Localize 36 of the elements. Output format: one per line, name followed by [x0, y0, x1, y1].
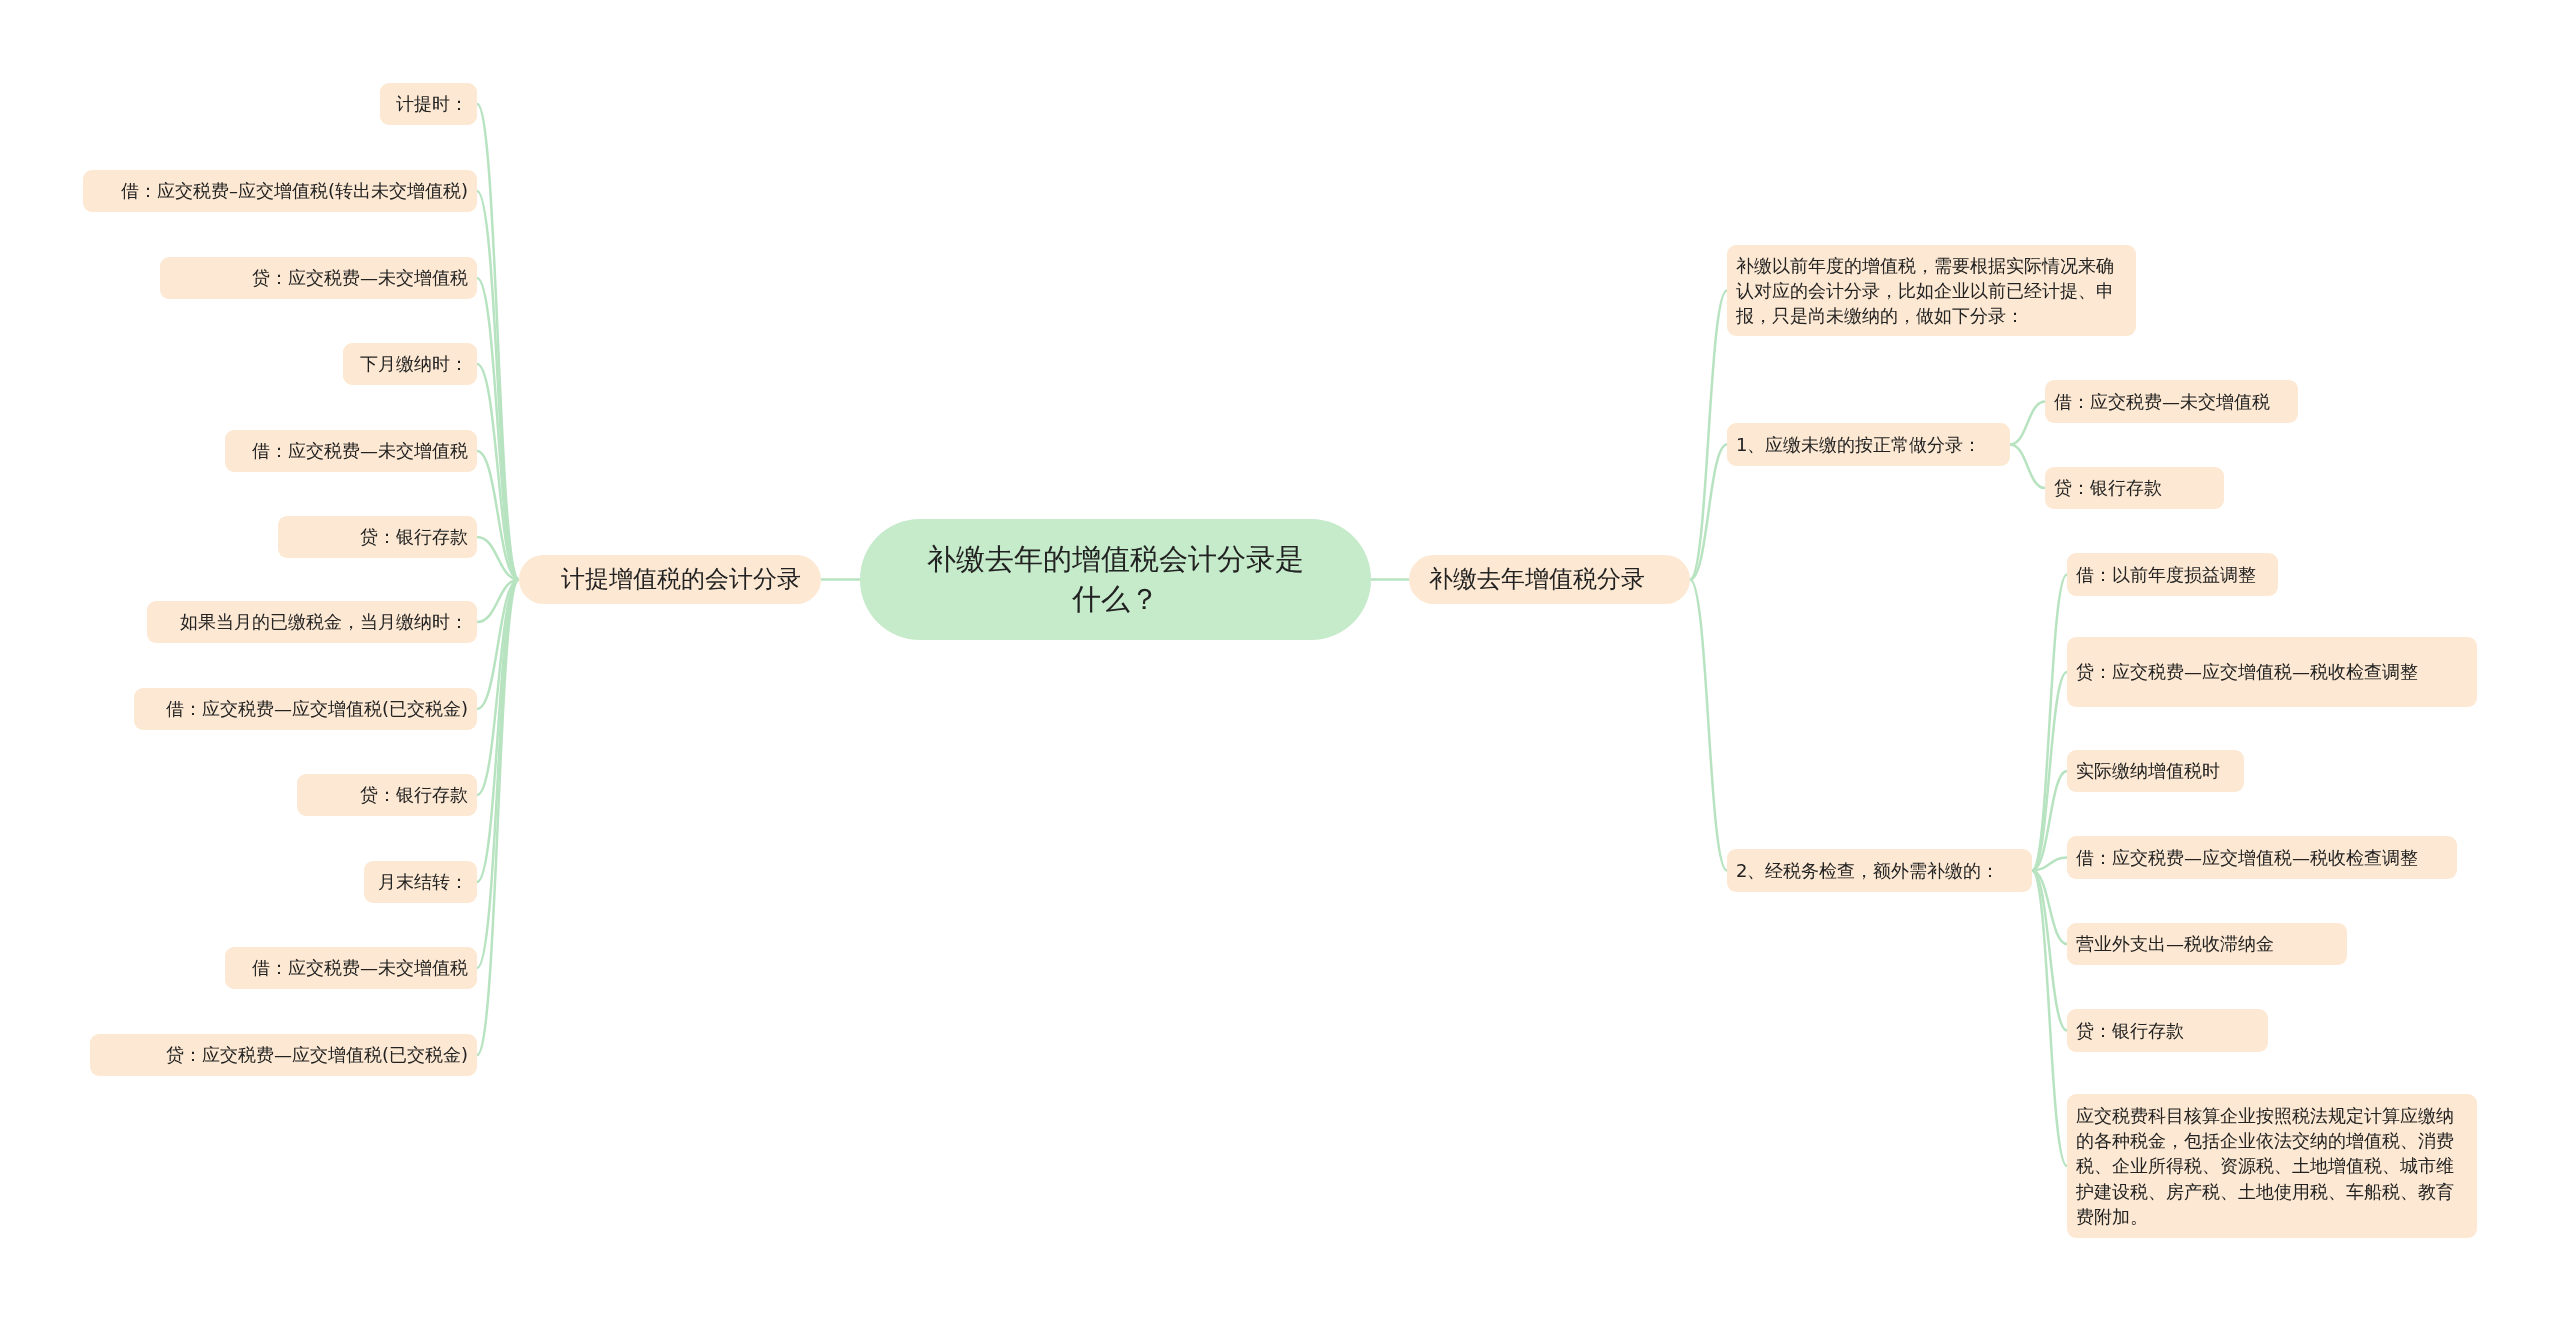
- leaf-topic: 借：应交税费—未交增值税: [225, 947, 477, 989]
- leaf-topic: 贷：应交税费—应交增值税—税收检查调整: [2067, 637, 2477, 707]
- leaf-topic: 2、经税务检查，额外需补缴的：: [1727, 849, 2032, 892]
- leaf-topic: 月末结转：: [364, 861, 477, 903]
- leaf-topic: 贷：银行存款: [2045, 467, 2224, 509]
- leaf-topic: 借：应交税费—未交增值税: [225, 430, 477, 472]
- connector-line: [2009, 400, 2046, 446]
- leaf-topic: 应交税费科目核算企业按照税法规定计算应缴纳的各种税金，包括企业依法交纳的增值税、消费税、企业所得税、资源税、土地增值税、城市维护建设税、房产税、土地使用税、车船税、教育费附加。: [2067, 1094, 2477, 1238]
- leaf-topic: 计提时：: [380, 83, 477, 125]
- leaf-topic: 借：应交税费—应交增值税—税收检查调整: [2067, 836, 2457, 879]
- connector-line: [1689, 578, 1728, 872]
- leaf-topic: 借：应交税费—应交增值税(已交税金): [134, 688, 477, 730]
- connector-line: [1689, 443, 1728, 581]
- connector-line: [2009, 443, 2046, 490]
- leaf-topic: 借：以前年度损益调整: [2067, 553, 2278, 596]
- leaf-topic: 贷：银行存款: [278, 516, 477, 558]
- leaf-topic: 贷：应交税费—未交增值税: [160, 257, 477, 299]
- leaf-topic: 贷：银行存款: [297, 774, 477, 816]
- leaf-topic: 贷：应交税费—应交增值税(已交税金): [90, 1034, 477, 1076]
- branch-topic: 补缴去年增值税分录: [1409, 555, 1690, 604]
- leaf-topic: 补缴以前年度的增值税，需要根据实际情况来确认对应的会计分录，比如企业以前已经计提、申报，只是尚未缴纳的，做如下分录：: [1727, 245, 2136, 336]
- leaf-topic: 下月缴纳时：: [343, 343, 477, 385]
- central-topic: 补缴去年的增值税会计分录是什么？: [860, 519, 1371, 640]
- connector-line: [1371, 578, 1409, 581]
- leaf-topic: 借：应交税费–应交增值税(转出未交增值税): [83, 170, 477, 212]
- branch-topic: 计提增值税的会计分录: [519, 555, 821, 604]
- connector-line: [1689, 289, 1728, 581]
- leaf-topic: 如果当月的已缴税金，当月缴纳时：: [147, 601, 477, 643]
- leaf-topic: 实际缴纳增值税时: [2067, 750, 2244, 792]
- connector-line: [821, 578, 860, 581]
- leaf-topic: 营业外支出—税收滞纳金: [2067, 923, 2347, 965]
- connector-line: [2031, 671, 2068, 872]
- connector-line: [2030, 869, 2069, 1167]
- leaf-topic: 借：应交税费—未交增值税: [2045, 380, 2298, 423]
- leaf-topic: 贷：银行存款: [2067, 1009, 2268, 1052]
- leaf-topic: 1、应缴未缴的按正常做分录：: [1727, 423, 2010, 466]
